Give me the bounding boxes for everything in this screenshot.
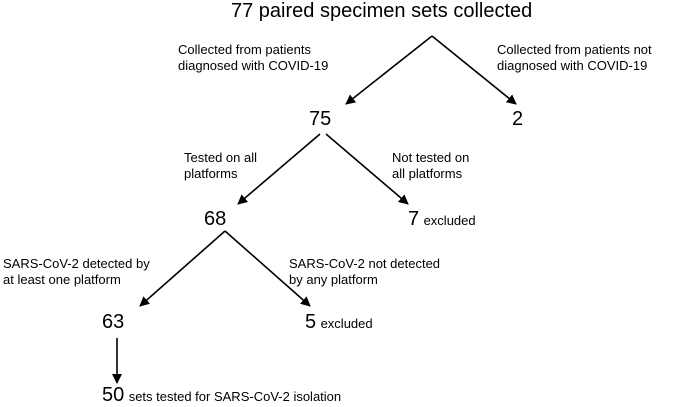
arrow-diagnosed-to-tested bbox=[237, 133, 321, 205]
edge-label-line: SARS-CoV-2 detected by bbox=[3, 256, 150, 271]
node-suffix: excluded bbox=[423, 213, 476, 228]
edge-label-not-tested: Not tested on all platforms bbox=[392, 150, 469, 182]
edge-label-line: Not tested on bbox=[392, 150, 470, 165]
edge-label-line: platforms bbox=[184, 166, 238, 181]
node-tested: 68 bbox=[204, 208, 227, 230]
edge-label-line: Collected from patients bbox=[178, 42, 311, 57]
node-not-diagnosed: 2 bbox=[512, 108, 524, 130]
edge-label-line: by any platform bbox=[289, 272, 378, 287]
edge-label-tested: Tested on all platforms bbox=[184, 150, 257, 182]
node-count: 5 bbox=[305, 311, 317, 333]
edge-label-line: Tested on all bbox=[184, 150, 257, 165]
edge-label-diagnosed: Collected from patients diagnosed with C… bbox=[178, 42, 328, 74]
node-root: 77 paired specimen sets collected bbox=[231, 0, 533, 22]
node-count: 50 bbox=[102, 384, 125, 406]
node-suffix: excluded bbox=[320, 316, 373, 331]
node-not-tested: 7 excluded bbox=[408, 209, 476, 229]
edge-label-line: at least one platform bbox=[3, 272, 121, 287]
node-diagnosed: 75 bbox=[309, 108, 332, 130]
edge-label-line: SARS-CoV-2 not detected bbox=[289, 256, 441, 271]
arrow-root-to-diagnosed bbox=[345, 35, 433, 105]
edge-label-line: all platforms bbox=[392, 166, 463, 181]
edge-label-line: diagnosed with COVID-19 bbox=[497, 58, 648, 73]
arrow-root-to-not-diagnosed bbox=[431, 35, 517, 105]
node-suffix: sets tested for SARS-CoV-2 isolation bbox=[128, 389, 342, 404]
node-not-detected: 5 excluded bbox=[305, 312, 373, 332]
node-detected: 63 bbox=[102, 311, 125, 333]
arrow-tested-to-detected bbox=[139, 230, 226, 307]
edge-label-line: Collected from patients not bbox=[497, 42, 652, 57]
edge-label-line: diagnosed with COVID-19 bbox=[178, 58, 329, 73]
edge-label-detected: SARS-CoV-2 detected by at least one plat… bbox=[3, 256, 150, 288]
arrow-diagnosed-to-not-tested bbox=[325, 133, 409, 205]
node-count: 7 bbox=[408, 208, 420, 230]
edge-label-not-detected: SARS-CoV-2 not detected by any platform bbox=[289, 256, 440, 288]
node-isolation: 50 sets tested for SARS-CoV-2 isolation bbox=[102, 385, 341, 405]
arrow-tested-to-not-detected bbox=[224, 230, 311, 307]
edge-label-not-diagnosed: Collected from patients not diagnosed wi… bbox=[497, 42, 652, 74]
